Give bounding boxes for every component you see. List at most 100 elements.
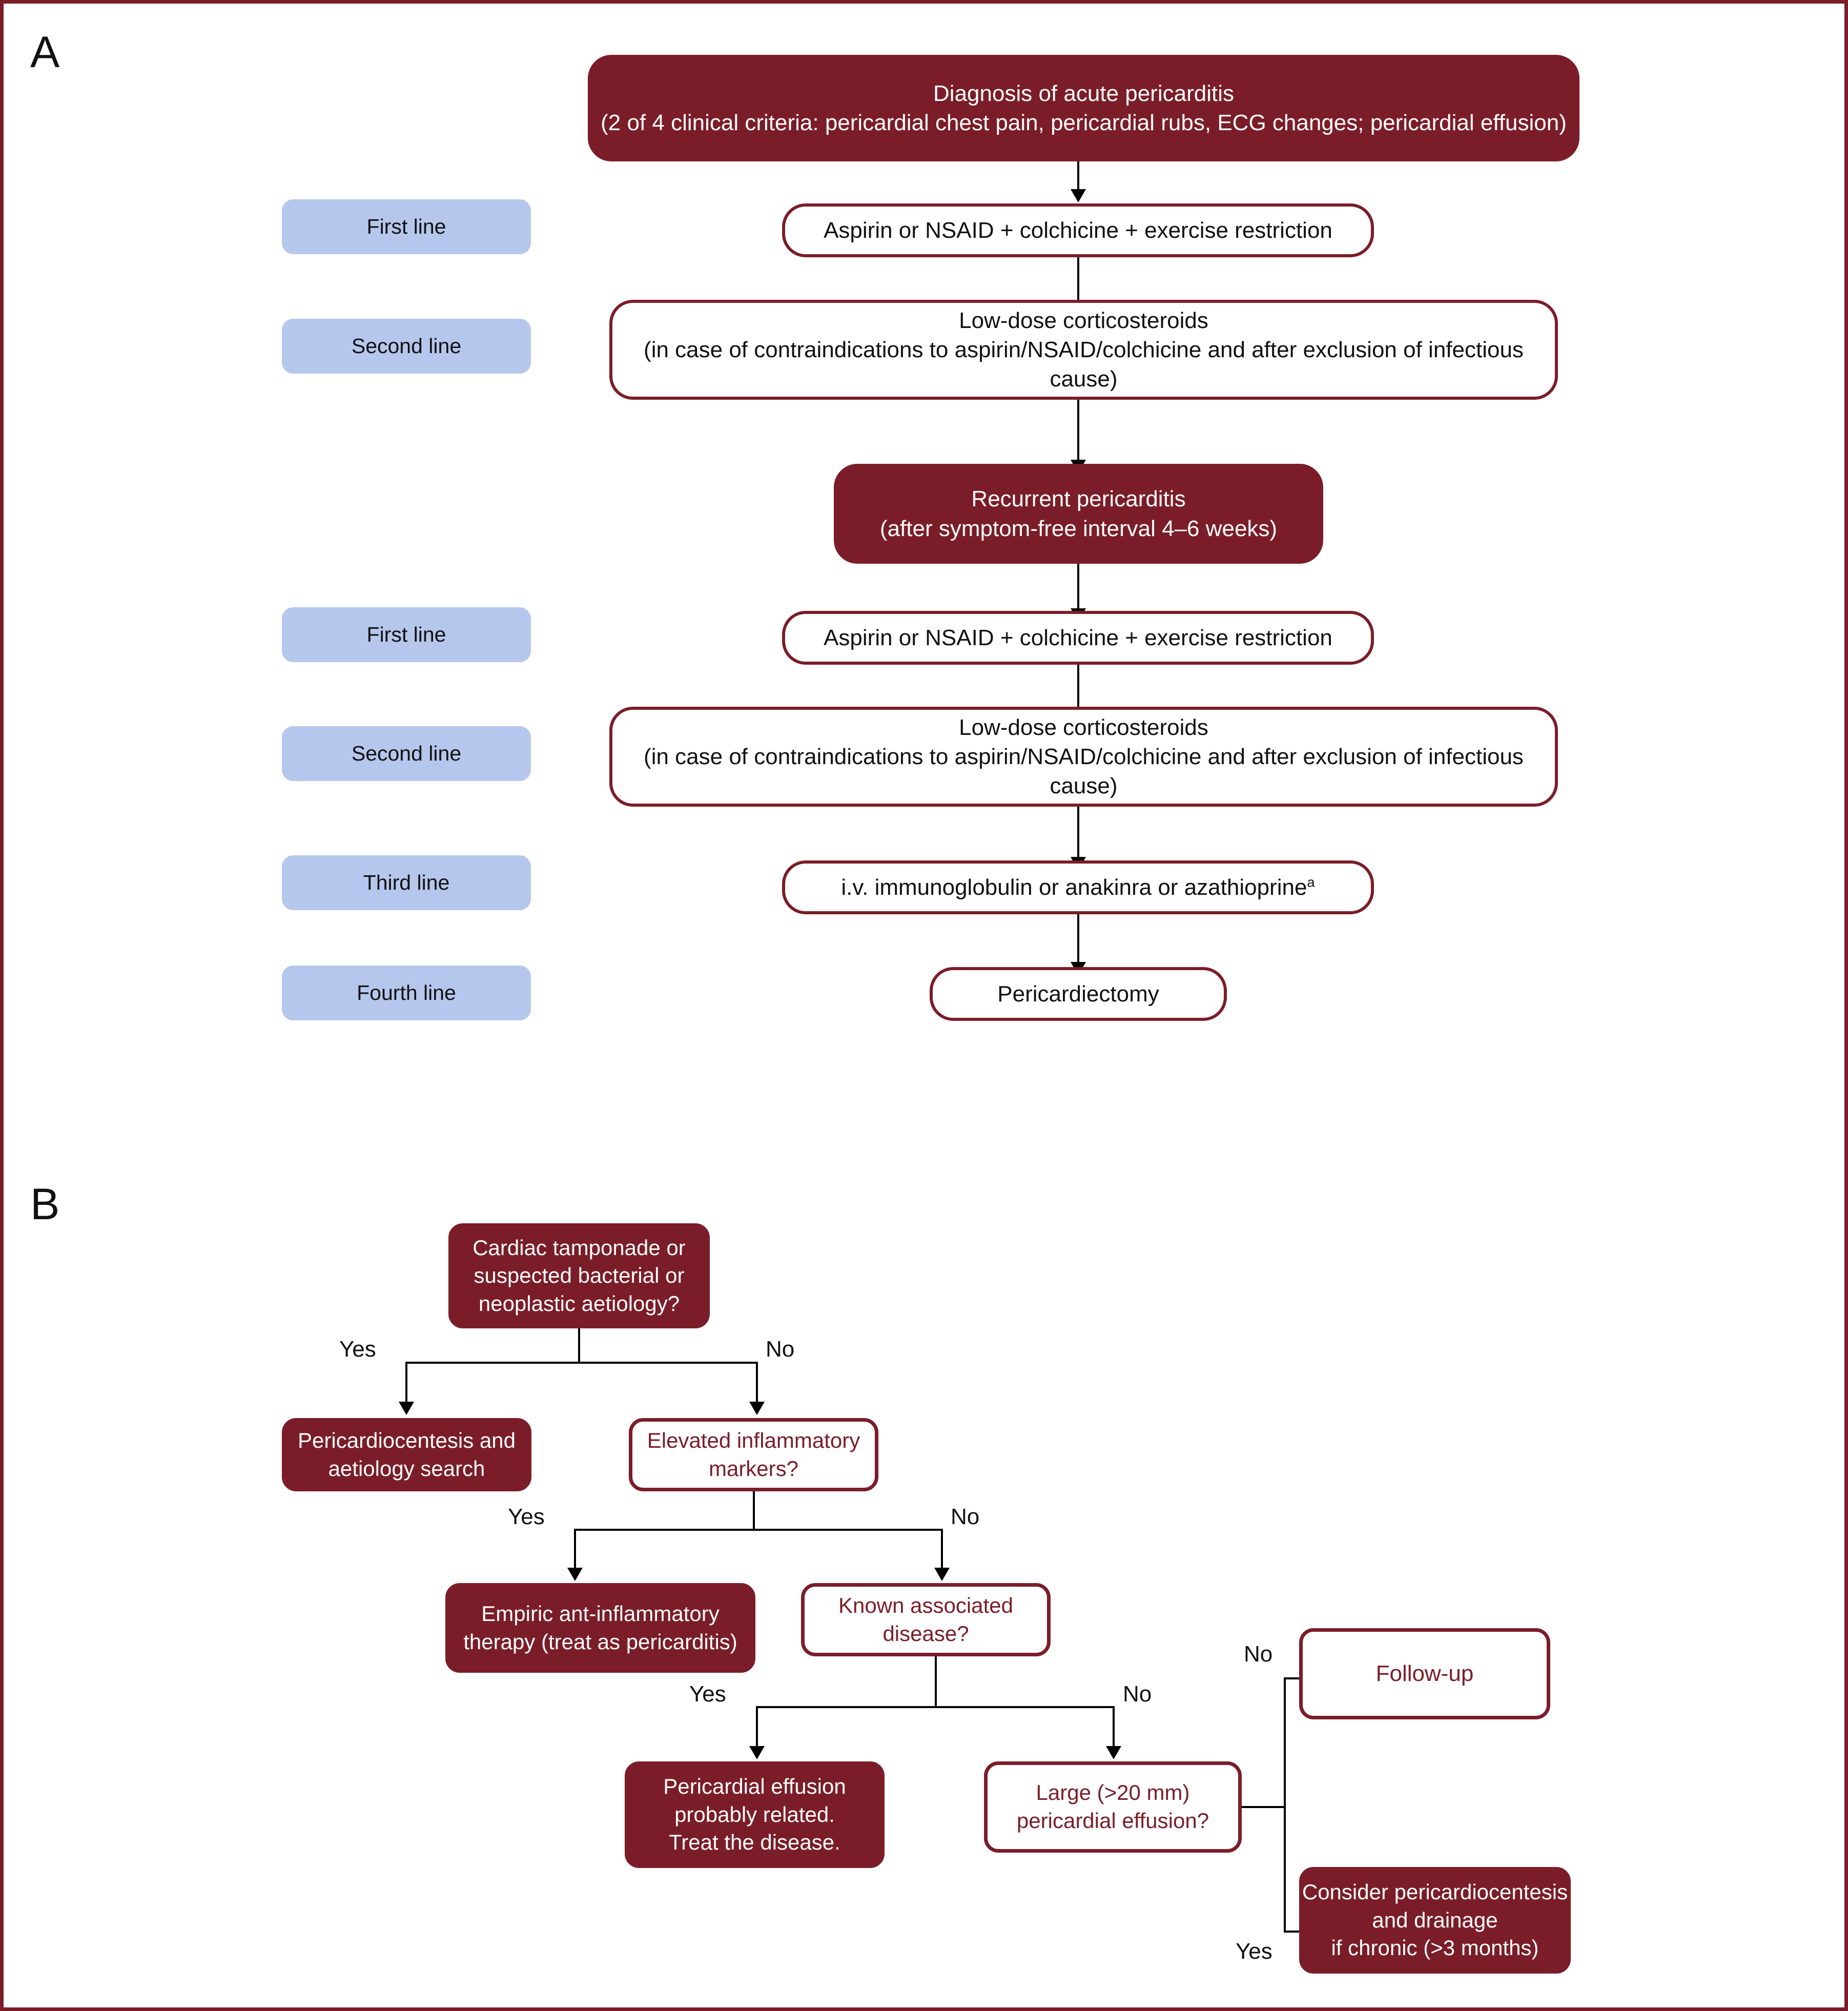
node-first-line-therapy-2-text: Aspirin or NSAID + colchicine + exercise… bbox=[824, 625, 1332, 650]
node-diagnosis-line2: (2 of 4 clinical criteria: pericardial c… bbox=[601, 110, 1567, 135]
line-label-text: First line bbox=[366, 623, 446, 646]
node-fourth-line-therapy-text: Pericardiectomy bbox=[997, 981, 1159, 1007]
line-label-first-line-1: First line bbox=[282, 199, 531, 254]
node-effusion-related: Pericardial effusion probably related. T… bbox=[625, 1761, 885, 1868]
node-follow-up: Follow-up bbox=[1299, 1628, 1550, 1719]
line-label-text: Fourth line bbox=[357, 981, 456, 1004]
branch-label-markers-yes: Yes bbox=[508, 1504, 545, 1529]
arrowhead-root-no bbox=[749, 1402, 765, 1415]
node-inflammatory-markers-line1: Elevated inflammatory bbox=[647, 1428, 860, 1452]
node-known-disease-line1: Known associated bbox=[838, 1593, 1013, 1617]
connector-effusion-riser bbox=[1284, 1677, 1286, 1933]
connector-second-to-recurrent bbox=[1077, 400, 1079, 464]
line-label-text: Second line bbox=[351, 742, 462, 765]
arrowhead-disease-yes bbox=[749, 1746, 765, 1759]
node-first-line-therapy-1: Aspirin or NSAID + colchicine + exercise… bbox=[782, 203, 1374, 257]
line-label-second-line-1: Second line bbox=[282, 319, 531, 374]
node-large-effusion: Large (>20 mm) pericardial effusion? bbox=[984, 1761, 1242, 1853]
connector-markers-yes-drop bbox=[574, 1529, 576, 1572]
connector-effusion-yes-arm bbox=[1284, 1931, 1310, 1933]
arrowhead-disease-no bbox=[1106, 1746, 1121, 1759]
branch-label-markers-no: No bbox=[951, 1504, 980, 1529]
connector-disease-crossbar bbox=[756, 1706, 1115, 1708]
node-recurrent-line2: (after symptom-free interval 4–6 weeks) bbox=[879, 516, 1278, 541]
node-consider-drainage: Consider pericardiocentesis and drainage… bbox=[1299, 1867, 1571, 1974]
node-large-effusion-line1: Large (>20 mm) bbox=[1036, 1780, 1190, 1805]
connector-effusion-stub bbox=[1242, 1806, 1286, 1808]
connector-root-stem bbox=[578, 1328, 580, 1363]
node-empiric-therapy: Empiric ant-inflammatory therapy (treat … bbox=[445, 1583, 755, 1673]
arrowhead-markers-yes bbox=[567, 1568, 583, 1581]
connector-root-crossbar bbox=[405, 1362, 758, 1364]
node-recurrent-line1: Recurrent pericarditis bbox=[971, 486, 1186, 512]
branch-label-root-yes: Yes bbox=[339, 1337, 376, 1362]
node-root-question-line3: neoplastic aetiology? bbox=[478, 1291, 680, 1316]
connector-third-to-fourth bbox=[1077, 914, 1079, 966]
node-third-line-therapy: i.v. immunoglobulin or anakinra or azath… bbox=[782, 860, 1374, 914]
node-second-line-therapy-2: Low-dose corticosteroids (in case of con… bbox=[609, 707, 1558, 807]
connector-disease-yes-drop bbox=[756, 1706, 758, 1750]
node-diagnosis: Diagnosis of acute pericarditis (2 of 4 … bbox=[588, 55, 1579, 161]
line-label-text: Third line bbox=[363, 871, 450, 894]
line-label-first-line-2: First line bbox=[282, 607, 531, 662]
node-consider-drainage-line1: Consider pericardiocentesis bbox=[1302, 1880, 1568, 1904]
branch-label-disease-no: No bbox=[1123, 1681, 1152, 1707]
connector-second-2-to-third bbox=[1077, 807, 1079, 860]
line-label-text: First line bbox=[366, 215, 446, 238]
branch-label-effusion-no: No bbox=[1244, 1641, 1273, 1667]
node-pericardiocentesis-line2: aetiology search bbox=[328, 1456, 485, 1481]
line-label-third-line: Third line bbox=[282, 855, 531, 910]
node-effusion-related-line3: Treat the disease. bbox=[669, 1830, 840, 1855]
node-follow-up-text: Follow-up bbox=[1375, 1661, 1474, 1687]
line-label-fourth-line: Fourth line bbox=[282, 966, 531, 1020]
branch-label-root-no: No bbox=[766, 1337, 795, 1362]
node-known-disease-line2: disease? bbox=[882, 1621, 969, 1646]
node-second-line-therapy-1-line2: (in case of contraindications to aspirin… bbox=[644, 337, 1524, 392]
node-root-question: Cardiac tamponade or suspected bacterial… bbox=[448, 1223, 710, 1328]
node-second-line-therapy-2-line2: (in case of contraindications to aspirin… bbox=[644, 744, 1524, 799]
node-inflammatory-markers-line2: markers? bbox=[708, 1456, 799, 1481]
node-second-line-therapy-1-line1: Low-dose corticosteroids bbox=[959, 307, 1208, 333]
node-diagnosis-line1: Diagnosis of acute pericarditis bbox=[933, 80, 1234, 106]
node-consider-drainage-line3: if chronic (>3 months) bbox=[1331, 1936, 1539, 1960]
connector-root-no-drop bbox=[756, 1362, 758, 1406]
arrowhead-markers-no bbox=[934, 1568, 950, 1581]
node-large-effusion-line2: pericardial effusion? bbox=[1016, 1809, 1209, 1833]
connector-diagnosis-to-first bbox=[1077, 161, 1079, 193]
branch-label-disease-yes: Yes bbox=[689, 1681, 726, 1707]
node-pericardiocentesis-line1: Pericardiocentesis and bbox=[298, 1428, 516, 1452]
arrowhead-root-yes bbox=[399, 1402, 414, 1415]
node-recurrent-pericarditis: Recurrent pericarditis (after symptom-fr… bbox=[834, 464, 1323, 564]
node-known-disease: Known associated disease? bbox=[801, 1583, 1051, 1656]
node-root-question-line2: suspected bacterial or bbox=[474, 1263, 685, 1288]
node-second-line-therapy-2-line1: Low-dose corticosteroids bbox=[959, 714, 1208, 740]
panel-label-a: A bbox=[30, 28, 60, 77]
node-effusion-related-line1: Pericardial effusion bbox=[663, 1774, 846, 1799]
connector-disease-stem bbox=[935, 1656, 937, 1708]
connector-recurrent-to-first-2 bbox=[1077, 564, 1079, 612]
node-second-line-therapy-1: Low-dose corticosteroids (in case of con… bbox=[609, 300, 1558, 400]
connector-first-to-second-1 bbox=[1077, 257, 1079, 303]
arrowhead-diagnosis-to-first bbox=[1071, 189, 1086, 202]
node-effusion-related-line2: probably related. bbox=[674, 1802, 835, 1827]
connector-effusion-no-arm bbox=[1284, 1677, 1310, 1679]
node-fourth-line-therapy: Pericardiectomy bbox=[930, 967, 1227, 1021]
node-first-line-therapy-2: Aspirin or NSAID + colchicine + exercise… bbox=[782, 611, 1374, 665]
node-empiric-therapy-line2: therapy (treat as pericarditis) bbox=[463, 1629, 737, 1654]
connector-markers-crossbar bbox=[574, 1529, 943, 1531]
line-label-text: Second line bbox=[351, 334, 462, 358]
connector-first-2-to-second-2 bbox=[1077, 665, 1079, 711]
branch-label-effusion-yes: Yes bbox=[1236, 1939, 1272, 1964]
connector-root-yes-drop bbox=[405, 1362, 407, 1406]
node-empiric-therapy-line1: Empiric ant-inflammatory bbox=[481, 1601, 720, 1626]
node-first-line-therapy-1-text: Aspirin or NSAID + colchicine + exercise… bbox=[824, 217, 1332, 243]
line-label-second-line-2: Second line bbox=[282, 726, 531, 781]
node-consider-drainage-line2: and drainage bbox=[1372, 1907, 1498, 1932]
node-inflammatory-markers: Elevated inflammatory markers? bbox=[629, 1418, 878, 1491]
panel-label-b: B bbox=[30, 1180, 60, 1229]
connector-markers-no-drop bbox=[941, 1529, 943, 1572]
connector-markers-stem bbox=[753, 1491, 755, 1530]
connector-disease-no-drop bbox=[1113, 1706, 1115, 1750]
node-pericardiocentesis: Pericardiocentesis and aetiology search bbox=[282, 1418, 531, 1491]
